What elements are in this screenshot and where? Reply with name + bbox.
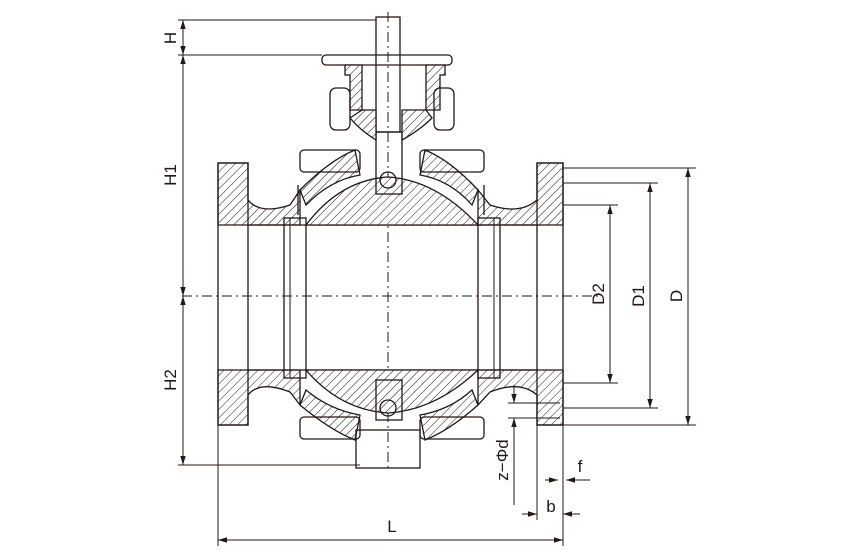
valve-body: [217, 16, 564, 469]
label-L: L: [387, 517, 396, 536]
label-D: D: [667, 290, 686, 302]
label-H1: H1: [161, 164, 180, 186]
dimension-lines: [178, 19, 696, 546]
label-f: f: [578, 457, 583, 476]
label-D1: D1: [629, 285, 648, 307]
label-z-phi-d: z−Φd: [493, 439, 512, 480]
label-H: H: [161, 32, 180, 44]
label-b: b: [546, 497, 555, 516]
label-D2: D2: [589, 283, 608, 305]
label-H2: H2: [161, 369, 180, 391]
